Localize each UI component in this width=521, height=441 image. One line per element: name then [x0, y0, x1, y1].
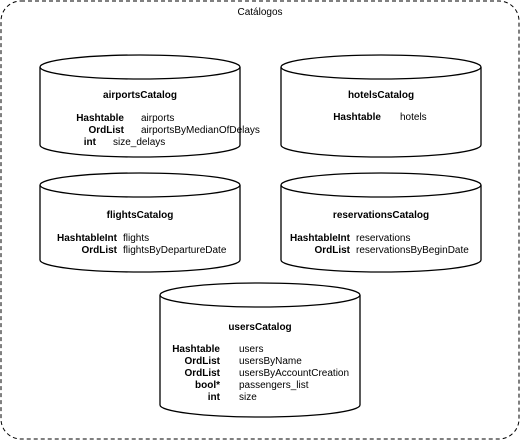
cylinder-top	[159, 282, 361, 308]
field-name: flightsByDepartureDate	[123, 245, 227, 256]
field-name: users	[239, 344, 263, 355]
field-name: size	[239, 392, 257, 403]
cylinder-body	[280, 67, 482, 158]
cylinder-body	[159, 295, 361, 418]
catalog-title: airportsCatalog	[103, 90, 177, 101]
catalog-title: flightsCatalog	[107, 210, 174, 221]
field-type: Hashtable	[172, 344, 220, 355]
field-type: OrdList	[81, 245, 117, 256]
catalog-title: usersCatalog	[228, 322, 291, 333]
cylinder-reservations-catalog: reservationsCatalog HashtableInt reserva…	[280, 172, 482, 273]
field-name: size_delays	[113, 137, 165, 148]
field-type: OrdList	[314, 245, 350, 256]
cylinder-hotels-catalog: hotelsCatalog Hashtable hotels	[280, 54, 482, 158]
field-name: airports	[141, 113, 174, 124]
cylinder-top	[39, 172, 241, 198]
cylinder-top	[39, 54, 241, 80]
field-type: OrdList	[88, 125, 124, 136]
field-type: bool*	[195, 380, 220, 391]
catalog-title: reservationsCatalog	[333, 210, 429, 221]
cylinder-airports-catalog: airportsCatalog Hashtable airports OrdLi…	[39, 54, 260, 158]
field-name: airportsByMedianOfDelays	[141, 125, 260, 136]
field-type: Hashtable	[76, 113, 124, 124]
cylinder-users-catalog: usersCatalog Hashtable users OrdList use…	[159, 282, 361, 418]
cylinder-body	[39, 67, 241, 158]
field-type: OrdList	[184, 368, 220, 379]
field-name: hotels	[400, 112, 427, 123]
cylinder-flights-catalog: flightsCatalog HashtableInt flights OrdL…	[39, 172, 241, 273]
field-name: usersByAccountCreation	[239, 368, 349, 379]
frame-title: Catálogos	[237, 7, 282, 18]
cylinder-top	[280, 172, 482, 198]
field-name: reservationsByBeginDate	[356, 245, 469, 256]
field-name: flights	[123, 233, 149, 244]
field-name: usersByName	[239, 356, 302, 367]
catalog-title: hotelsCatalog	[348, 90, 414, 101]
cylinder-top	[280, 54, 482, 80]
field-type: HashtableInt	[290, 233, 351, 244]
field-type: HashtableInt	[57, 233, 118, 244]
field-type: int	[84, 137, 97, 148]
field-type: Hashtable	[333, 112, 381, 123]
field-type: OrdList	[184, 356, 220, 367]
cylinder-body	[39, 185, 241, 273]
field-name: passengers_list	[239, 380, 309, 391]
cylinder-body	[280, 185, 482, 273]
field-name: reservations	[356, 233, 410, 244]
field-type: int	[208, 392, 221, 403]
